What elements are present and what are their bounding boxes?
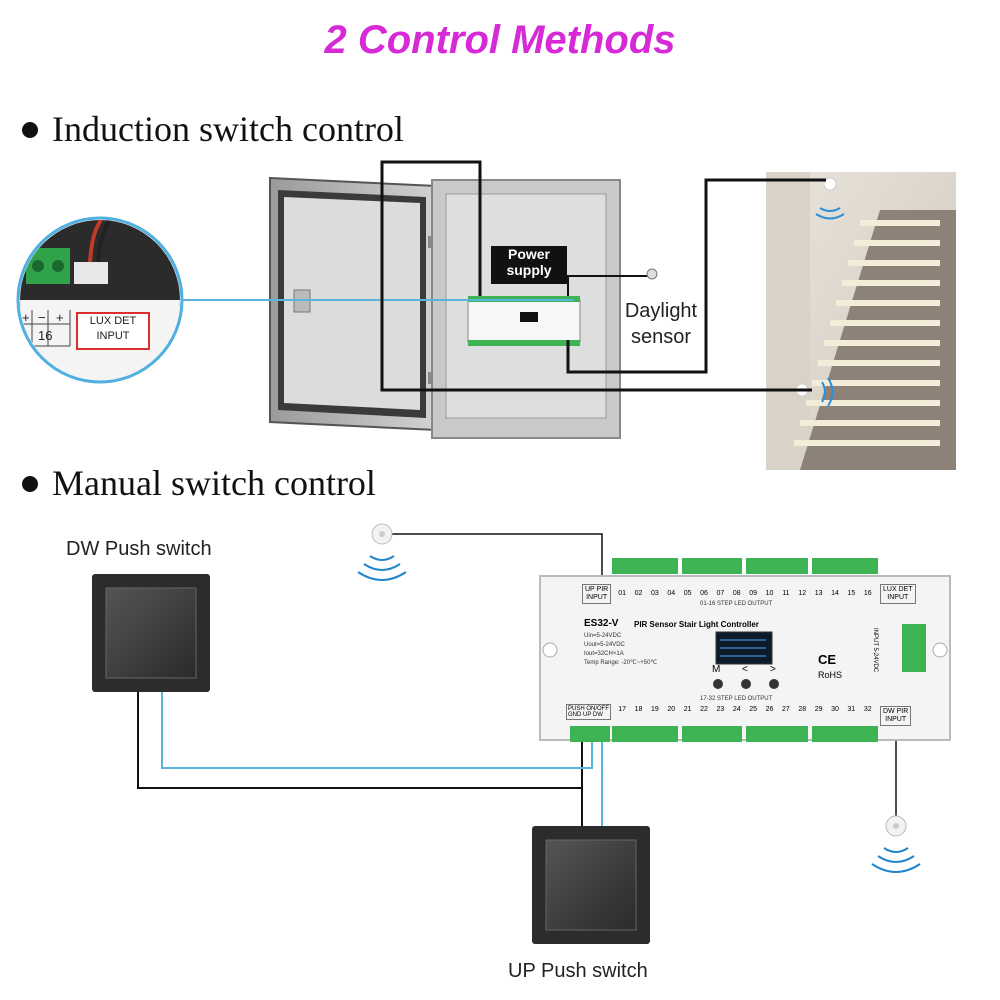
pir-sensor-icon bbox=[871, 815, 921, 873]
section-induction-heading: Induction switch control bbox=[22, 108, 404, 150]
top-channel-numbers: 01 02 03 04 05 06 07 08 09 10 11 12 13 14 15 16 bbox=[614, 590, 876, 600]
channel-number: 05 bbox=[683, 590, 692, 597]
dw-pir-input-label: DW PIR INPUT bbox=[880, 706, 912, 726]
channel-number: 07 bbox=[716, 590, 725, 597]
spec-line: Temp Range: -20℃~+50℃ bbox=[584, 660, 658, 666]
spec-line: Iout=32CH×1A bbox=[584, 651, 624, 657]
spec-line: Uin=5-24VDC bbox=[584, 633, 622, 639]
push-on-off-label: PUSH ON/OFF GND UP DW bbox=[566, 704, 612, 720]
channel-number: 19 bbox=[651, 706, 659, 713]
section-manual-heading: Manual switch control bbox=[22, 462, 376, 504]
channel-number: 20 bbox=[667, 706, 676, 713]
section-manual-label: Manual switch control bbox=[52, 463, 376, 503]
channel-number: 32 bbox=[863, 706, 872, 713]
dw-push-switch-icon bbox=[92, 574, 210, 692]
page-title: 2 Control Methods bbox=[324, 18, 676, 62]
channel-number: 11 bbox=[782, 590, 790, 597]
lux-det-input-label-controller: LUX DET INPUT bbox=[880, 584, 916, 604]
cabinet bbox=[269, 176, 621, 439]
channel-number: 22 bbox=[700, 706, 708, 713]
channel-number: 08 bbox=[732, 590, 741, 597]
power-supply-label: Power supply bbox=[506, 246, 552, 278]
channel-number: 30 bbox=[831, 706, 839, 713]
channel-number: 29 bbox=[814, 706, 823, 713]
channel-number: 18 bbox=[634, 706, 643, 713]
menu-button-label: M bbox=[712, 664, 721, 675]
channel-number: 12 bbox=[798, 590, 807, 597]
channel-number: 06 bbox=[700, 590, 708, 597]
induction-wires bbox=[182, 160, 826, 392]
up-push-switch-label: UP Push switch bbox=[508, 960, 648, 982]
section-induction-label: Induction switch control bbox=[52, 109, 404, 149]
controller-name: PIR Sensor Stair Light Controller bbox=[634, 620, 759, 629]
ce-mark: CE bbox=[818, 652, 837, 667]
side-input-label: INPUT 5-24VDC bbox=[872, 628, 878, 673]
channel-number: 28 bbox=[798, 706, 807, 713]
dw-push-switch-label: DW Push switch bbox=[66, 538, 212, 560]
rohs-mark: RoHS bbox=[818, 670, 843, 680]
channel-number: 21 bbox=[683, 706, 692, 713]
channel-number: 13 bbox=[814, 590, 823, 597]
bottom-channel-numbers: 17 18 19 20 21 22 23 24 25 26 27 28 29 30 31 32 bbox=[614, 706, 876, 716]
daylight-sensor-label: Daylight sensor bbox=[624, 300, 698, 348]
controller-model: ES32-V bbox=[584, 618, 619, 629]
channel-number: 04 bbox=[667, 590, 676, 597]
channel-number: 24 bbox=[732, 706, 741, 713]
right-button-label: > bbox=[770, 664, 776, 675]
bottom-output-label: 17-32 STEP LED OUTPUT bbox=[700, 696, 773, 702]
bullet-icon bbox=[22, 121, 38, 138]
pir-sensor-icon bbox=[357, 523, 407, 581]
channel-number: 14 bbox=[831, 590, 839, 597]
up-pir-input-label: UP PIR INPUT bbox=[582, 584, 612, 604]
lux-det-input-label: LUX DET INPUT bbox=[76, 312, 150, 350]
channel-number: 10 bbox=[765, 590, 774, 597]
channel-number: 01 bbox=[618, 590, 627, 597]
top-output-label: 01-16 STEP LED OUTPUT bbox=[700, 601, 773, 607]
channel-number: 25 bbox=[749, 706, 758, 713]
controller-specs: Uin=5-24VDC Uout=5-24VDC Iout=32CH×1A Temp … bbox=[584, 632, 657, 668]
channel-number: 27 bbox=[782, 706, 790, 713]
spec-line: Uout=5-24VDC bbox=[584, 642, 625, 648]
staircase-photo bbox=[766, 172, 956, 470]
bullet-icon bbox=[22, 475, 38, 492]
channel-number: 15 bbox=[847, 590, 856, 597]
channel-number: 16 bbox=[863, 590, 872, 597]
left-button-label: < bbox=[742, 664, 748, 675]
channel-number: 26 bbox=[765, 706, 774, 713]
channel-number: 03 bbox=[651, 590, 659, 597]
channel-number: 31 bbox=[847, 706, 856, 713]
channel-number: 23 bbox=[716, 706, 725, 713]
channel-number: 09 bbox=[749, 590, 758, 597]
up-push-switch-icon bbox=[532, 826, 650, 944]
channel-number: 17 bbox=[618, 706, 627, 713]
controller-body bbox=[539, 558, 951, 742]
channel-number: 02 bbox=[634, 590, 643, 597]
